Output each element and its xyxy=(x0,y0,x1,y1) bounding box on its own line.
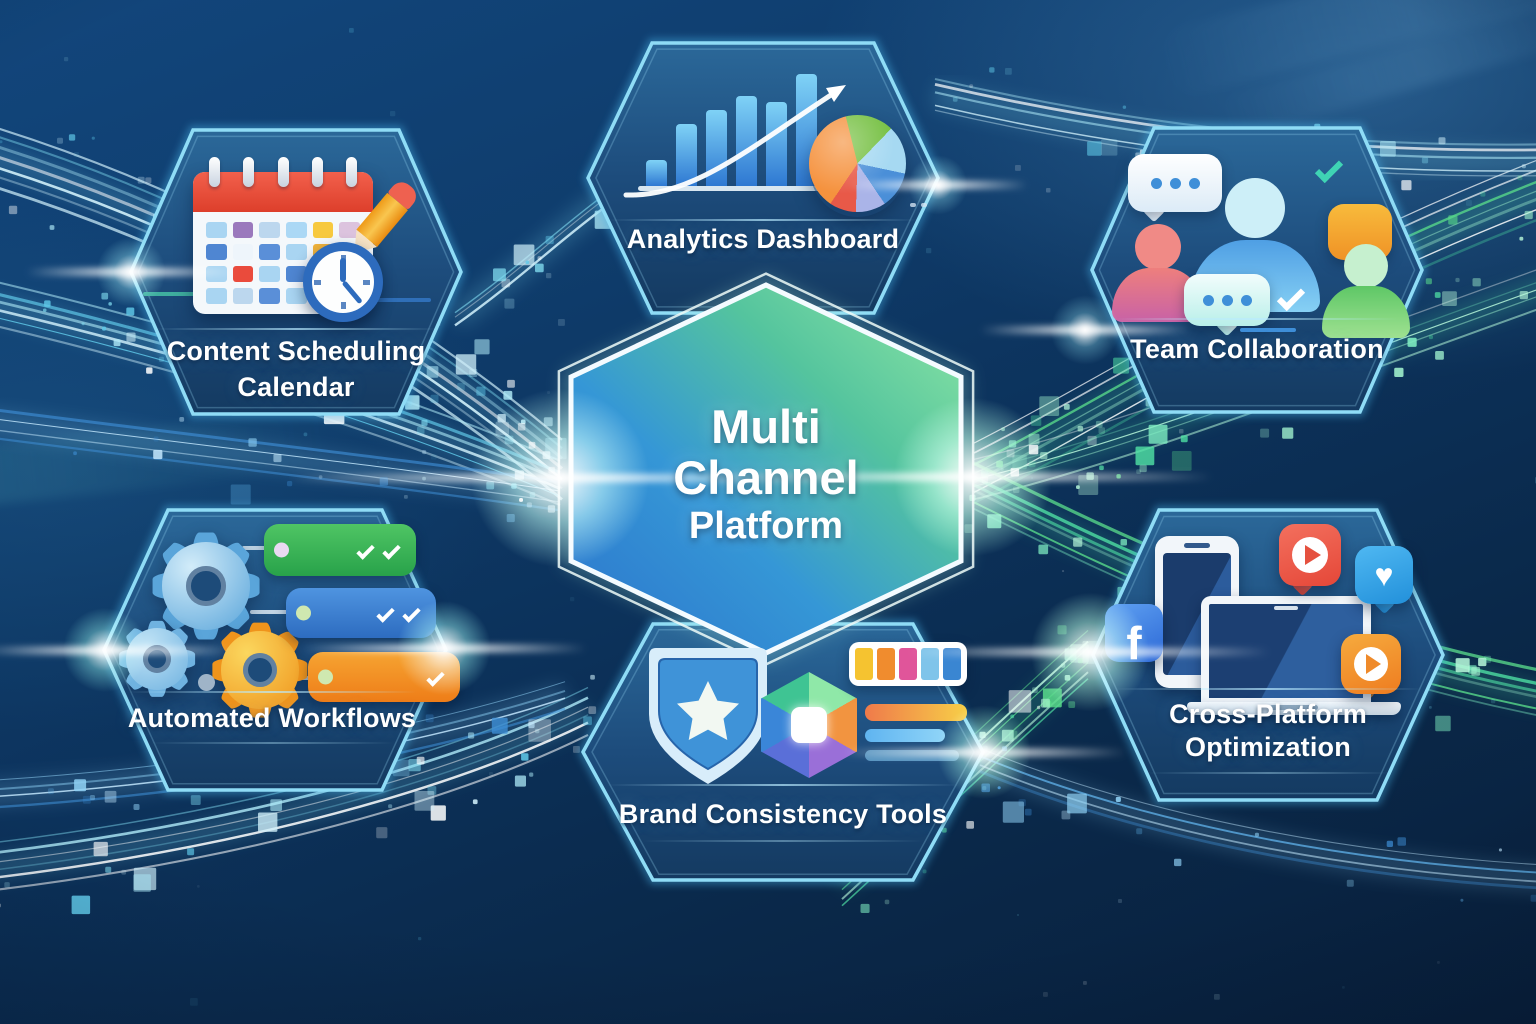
divider xyxy=(1145,772,1391,774)
clock-icon xyxy=(303,242,383,322)
task-pill-green xyxy=(264,524,416,576)
title-line-1: Multi xyxy=(711,400,821,453)
shield-star-icon xyxy=(649,648,767,789)
divider xyxy=(151,742,393,744)
accent-line-teal xyxy=(143,292,195,296)
accent-line-blue xyxy=(1240,328,1296,332)
node-brand-consistency: Brand Consistency Tools xyxy=(583,624,983,880)
connector-line xyxy=(242,546,278,550)
node-label: Automated Workflows xyxy=(127,703,417,733)
gear-icon-orange xyxy=(212,622,308,718)
gear-icon-blue-large xyxy=(152,532,260,640)
divider xyxy=(1114,688,1422,690)
node-label: Brand Consistency Tools xyxy=(618,799,948,829)
node-team-collaboration: Team Collaboration xyxy=(1092,128,1422,412)
node-center-platform: Multi Channel Platform xyxy=(571,285,961,653)
node-content-scheduling: Content Scheduling Calendar xyxy=(131,130,461,414)
connector-dot xyxy=(198,674,215,691)
heart-bubble-blue-icon: ♥ xyxy=(1355,546,1413,604)
chat-bubble-teal-icon xyxy=(1184,274,1270,326)
node-label: Content Scheduling Calendar xyxy=(166,336,426,402)
node-analytics: Analytics Dashboard xyxy=(588,43,938,313)
brand-cube-icon xyxy=(761,672,857,778)
node-label: Analytics Dashboard xyxy=(626,224,900,254)
title-line-3: Platform xyxy=(688,505,844,547)
platform-title: Multi Channel Platform xyxy=(571,285,961,653)
divider xyxy=(1115,318,1399,320)
title-line-2: Channel xyxy=(673,451,859,504)
divider xyxy=(609,219,917,221)
chart-baseline xyxy=(638,186,876,191)
accent-line-blue xyxy=(369,298,431,302)
video-bubble-orange-icon xyxy=(1341,634,1401,694)
divider xyxy=(127,691,417,693)
divider xyxy=(607,784,959,786)
person-icon-green xyxy=(1322,244,1410,338)
gradient-bar-lightblue xyxy=(865,750,959,761)
node-automated-workflows: Automated Workflows xyxy=(104,510,460,790)
gradient-bar-blue xyxy=(865,729,945,742)
connector-line xyxy=(250,610,296,614)
growth-arrow-icon xyxy=(623,85,846,198)
task-pill-blue xyxy=(286,588,436,638)
facebook-f-glyph: f xyxy=(1126,617,1142,662)
calendar-rings xyxy=(209,157,357,187)
heart-glyph: ♥ xyxy=(1374,557,1394,593)
divider xyxy=(643,840,923,842)
gear-icon-blue-small xyxy=(118,620,196,698)
node-label: Cross-Platform Optimization xyxy=(1169,699,1367,762)
node-cross-platform: f ♥ Cross-Platform Optimization xyxy=(1093,510,1443,800)
divider xyxy=(154,328,438,330)
facebook-icon: f xyxy=(1105,604,1163,662)
color-palette-icon xyxy=(849,642,967,686)
video-bubble-red-icon xyxy=(1279,524,1341,586)
gradient-bar-orange xyxy=(865,704,967,721)
pie-chart-icon xyxy=(809,115,906,212)
node-label: Team Collaboration xyxy=(1130,334,1384,364)
chat-bubble-icon xyxy=(1128,154,1222,212)
laptop-base-icon xyxy=(1187,702,1401,715)
task-pill-orange xyxy=(308,652,460,702)
